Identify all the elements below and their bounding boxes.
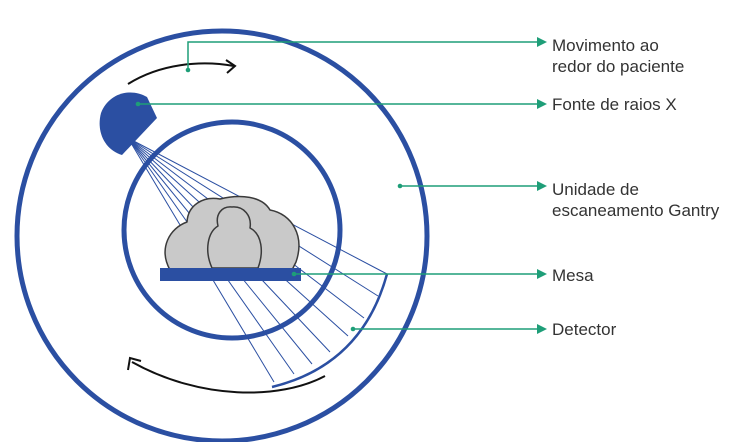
leader-movement xyxy=(187,41,537,70)
gantry-outer-ring xyxy=(14,28,430,442)
detector-arc xyxy=(271,273,389,389)
label-detector: Detector xyxy=(552,319,616,340)
rotation-arrow-top-icon xyxy=(127,62,235,85)
label-movement-line2: redor do paciente xyxy=(552,57,685,76)
gantry-inner-ring xyxy=(121,119,343,341)
label-gantry-line2: escaneamento Gantry xyxy=(552,201,720,220)
patient-silhouette xyxy=(164,195,300,271)
label-table: Mesa xyxy=(552,265,594,286)
label-movement: Movimento ao redor do paciente xyxy=(552,35,684,77)
label-xray-source: Fonte de raios X xyxy=(552,94,677,115)
label-movement-line1: Movimento ao xyxy=(552,36,659,55)
rotation-arrow-bottom-icon xyxy=(131,361,326,394)
leader-lines xyxy=(135,37,547,334)
rotation-arrows xyxy=(127,59,326,394)
label-xray-source-line1: Fonte de raios X xyxy=(552,95,677,114)
label-gantry: Unidade de escaneamento Gantry xyxy=(552,179,719,221)
patient-table xyxy=(160,268,301,281)
label-table-line1: Mesa xyxy=(552,266,594,285)
label-gantry-line1: Unidade de xyxy=(552,180,639,199)
label-detector-line1: Detector xyxy=(552,320,617,339)
xray-source-icon xyxy=(99,92,157,155)
